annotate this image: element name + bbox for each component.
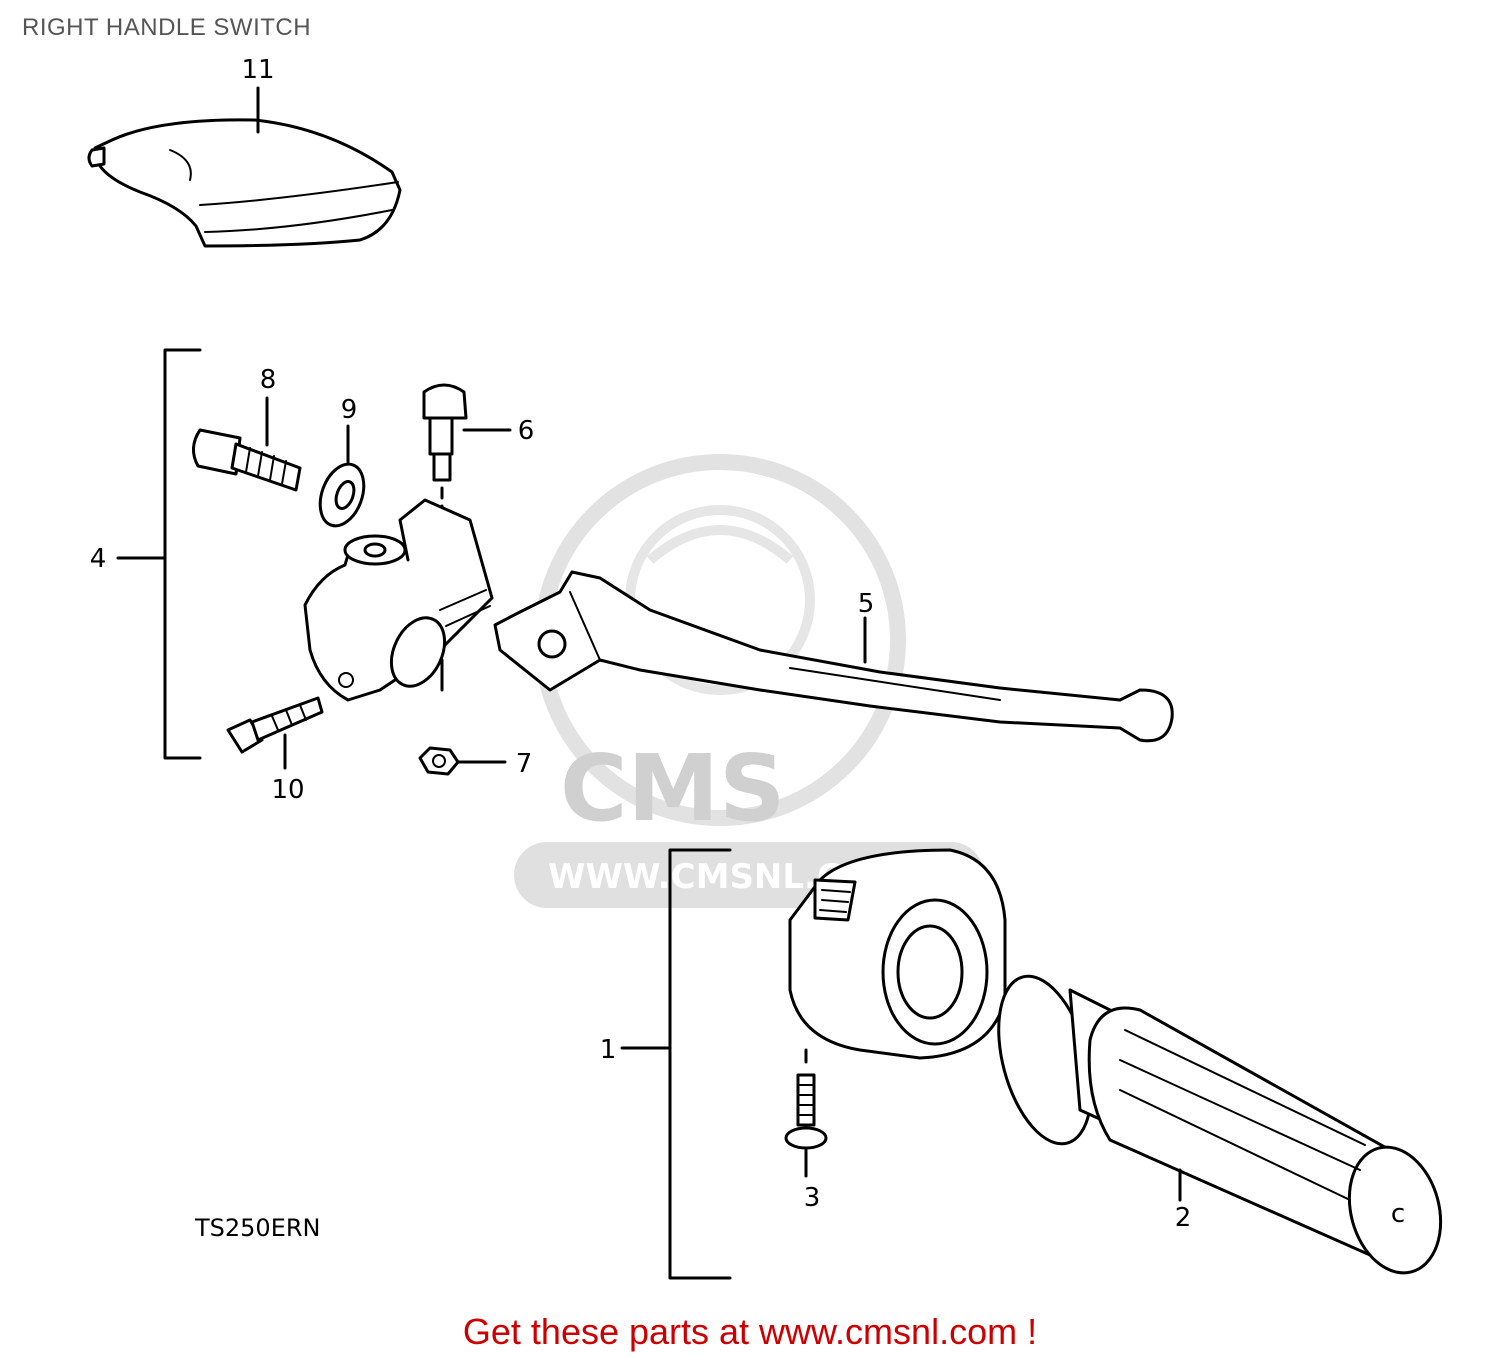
callout-6: 6 [518,416,535,446]
part-6-pivot-bolt[interactable] [422,383,512,572]
part-11-cover[interactable] [87,86,402,248]
callout-3: 3 [804,1183,821,1213]
part-10-bolt[interactable] [226,696,324,770]
watermark-brand: CMS [560,735,785,842]
callout-4: 4 [90,544,107,574]
callout-2: 2 [1175,1203,1192,1233]
footer-link[interactable]: Get these parts at www.cmsnl.com ! [462,1311,1038,1352]
svg-text:c: c [1391,1199,1405,1229]
callout-8: 8 [260,365,277,395]
part-1-switch-housing[interactable] [788,848,1007,1064]
part-7-nut[interactable] [418,746,507,776]
part-3-screw[interactable] [784,1073,828,1178]
part-9-locknut[interactable] [312,424,371,532]
bracket-4 [116,348,202,760]
callout-7: 7 [516,749,533,779]
part-5-brake-lever[interactable] [493,570,1174,743]
model-code: TS250ERN [194,1214,321,1242]
page-title: RIGHT HANDLE SWITCH [22,14,312,41]
callout-1: 1 [600,1035,617,1065]
part-8-adjuster-bolt[interactable] [192,396,302,492]
callout-9: 9 [341,395,358,425]
part-2-grip[interactable]: c [982,966,1454,1283]
callout-10: 10 [271,775,304,805]
bracket-1 [620,848,732,1280]
part-4-lever-holder[interactable] [303,498,494,702]
callout-5: 5 [858,589,875,619]
callout-11: 11 [241,55,274,85]
